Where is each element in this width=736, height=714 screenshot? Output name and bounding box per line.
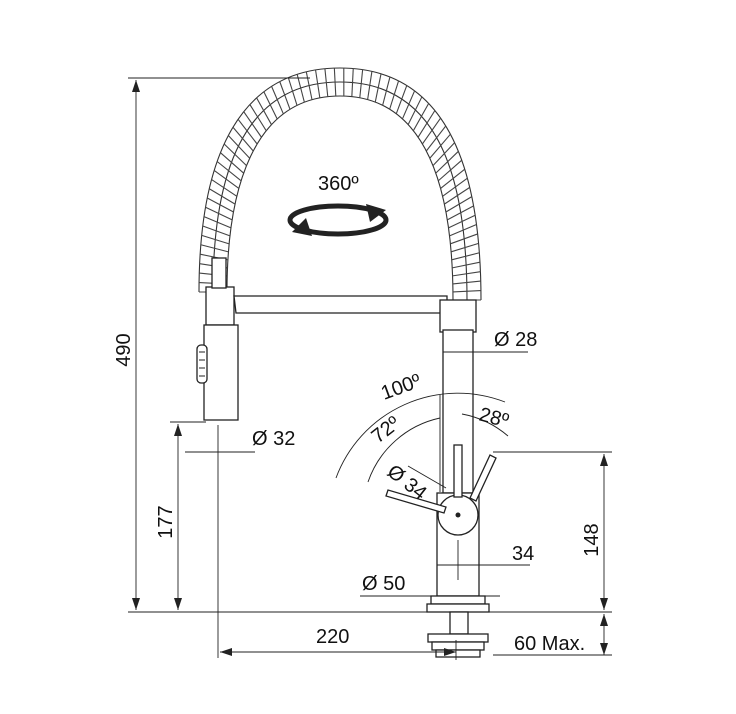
coil-ring [351,68,354,97]
coil-ring [211,179,238,197]
coil-ring [395,85,408,114]
coil-ring [440,168,466,189]
coil-ring [227,135,251,159]
coil-ring [412,103,430,131]
mounting-nut [431,641,485,651]
deck-thickness-label: 60 Max. [514,633,585,655]
coil-ring [296,74,305,103]
coil-ring [232,126,254,152]
coil-ring [367,71,373,100]
coil-ring [359,69,364,98]
coil-ring [407,96,423,125]
rotation-label: 360º [318,173,359,195]
coil-ring [429,133,451,159]
coil-ring [445,196,473,213]
lever-offset-label: 34 [512,543,534,565]
coil-ring [382,76,391,106]
coil-ring [442,177,468,197]
coil-ring [425,125,447,152]
coil-ring [256,97,272,125]
spray-head-body [203,324,239,421]
coil-ring [449,224,477,237]
spout-diameter-label: Ø 28 [494,329,537,351]
dimension-lines [128,77,612,660]
coil-ring [417,110,436,138]
coil-ring [249,104,267,132]
coil-ring [451,252,480,261]
mounting-base [435,649,481,658]
base-ring [430,595,486,605]
coil-ring [450,242,479,253]
coil-ring [202,225,231,237]
coil-ring [452,261,481,269]
coil-ring [203,216,232,229]
coil-ring [209,188,236,205]
spray-button [196,344,208,384]
spray-head [196,324,239,421]
coil-ring [243,111,262,138]
coil-ring [205,206,233,221]
coil-ring [450,233,478,245]
spout-height-label: 177 [155,505,177,538]
lever-upright [453,444,463,498]
mounting-washer [427,633,489,643]
coil-ring [401,90,416,120]
coil-ring [447,205,474,221]
coil-ring [452,289,481,293]
coil-ring [432,142,456,166]
coil-ring [389,80,400,110]
coil-ring [271,86,284,115]
coil-ring [435,150,459,174]
spout-body [205,257,477,494]
coil-ring [287,77,298,106]
rotation-indicator: 360º [287,173,389,237]
coil-ring [279,81,291,110]
coil-ring [444,186,471,205]
mounting-stud [449,611,469,635]
coil-ring [207,197,234,213]
total-height-label: 490 [113,333,135,366]
dimension-labels: 490 177 148 220 60 Max. Ø 28 Ø 32 Ø 50 3… [113,329,603,655]
coil-ring [200,244,229,253]
coil-ring [421,117,442,145]
coil-ring [452,271,481,277]
coil-ring [314,69,321,98]
coil-ring [216,161,242,182]
coil-ring [237,118,258,145]
body-height-label: 148 [581,523,603,556]
hose-coupling [205,286,235,326]
coil-ring [448,214,476,229]
angle-front-label: 72º [368,412,405,448]
spray-head-diameter-label: Ø 32 [252,428,295,450]
horizontal-arm [233,295,448,314]
coil-ring [333,68,337,97]
spring-coil [198,67,482,301]
hose-neck [211,257,227,289]
coil-ring [324,68,329,97]
lever-front [385,489,447,514]
coil-ring [223,143,247,167]
coil-ring [213,170,240,189]
lever-back [469,454,497,502]
coil-ring [263,91,278,120]
angle-back-label: 28º [477,404,512,433]
coil-ring [220,152,245,174]
spout-reach-label: 220 [316,626,349,648]
base-plate [426,603,490,613]
coil-rings [199,68,481,301]
coil-ring [452,280,481,285]
coil-ring [374,73,382,103]
coil-ring [201,234,230,245]
base-diameter-label: Ø 50 [362,573,405,595]
coil-ring [305,71,313,100]
coil-ring [437,159,463,182]
arm-joint [439,299,477,333]
